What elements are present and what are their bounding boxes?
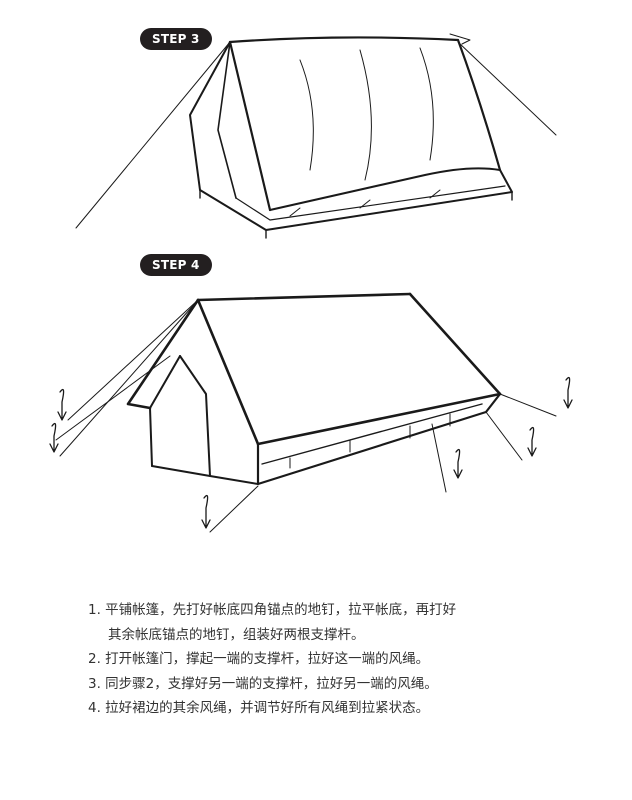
instruction-line-2: 2. 打开帐篷门，撑起一端的支撑杆，拉好这一端的风绳。: [88, 651, 430, 667]
instruction-line-1-continued: 其余帐底锚点的地钉，组装好两根支撑杆。: [108, 626, 365, 643]
instruction-line-3: 3. 同步骤2，支撑好另一端的支撑杆，拉好另一端的风绳。: [88, 675, 438, 692]
instruction-line-4: 4. 拉好裙边的其余风绳，并调节好所有风绳到拉紧状态。: [88, 700, 430, 716]
step-3-tent-illustration: [75, 33, 557, 239]
instruction-line-1: 1. 平铺帐篷，先打好帐底四角锚点的地钉，拉平帐底，再打好: [88, 602, 457, 618]
instruction-list: 1. 平铺帐篷，先打好帐底四角锚点的地钉，拉平帐底，再打好 其余帐底锚点的地钉，…: [88, 598, 608, 721]
step-3-badge: STEP 3: [140, 28, 212, 50]
step-4-badge: STEP 4: [140, 254, 212, 276]
step-4-tent-illustration: [49, 292, 573, 533]
